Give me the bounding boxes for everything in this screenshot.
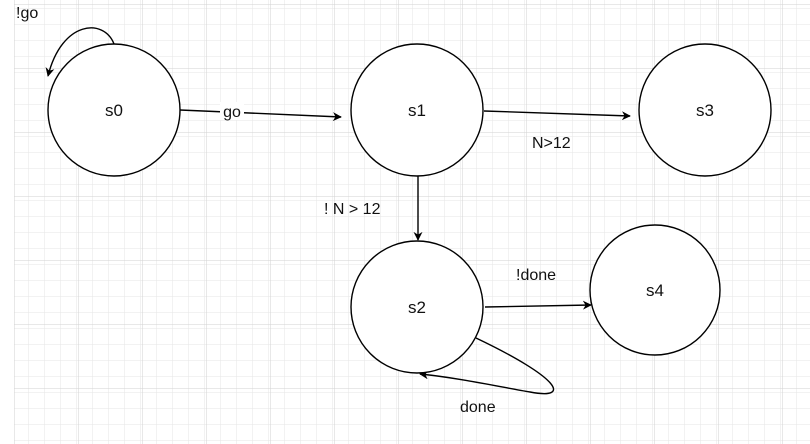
state-s4-label: s4: [646, 281, 664, 300]
edge-s0-s0[interactable]: [45, 27, 115, 77]
state-s1-label: s1: [408, 101, 426, 120]
edge-s2-s4[interactable]: [484, 300, 592, 310]
transition-labels: !go go N>12 ! N > 12 !done done: [16, 5, 571, 416]
state-s3-label: s3: [696, 101, 714, 120]
edge-label-s1-s3: N>12: [532, 135, 571, 152]
state-s1[interactable]: s1: [350, 43, 484, 177]
state-s4[interactable]: s4: [589, 224, 721, 356]
state-s3[interactable]: s3: [638, 43, 772, 177]
state-s2-label: s2: [408, 298, 426, 317]
edge-s1-s3[interactable]: [483, 110, 631, 121]
edge-s0-s1[interactable]: [179, 109, 342, 122]
transitions: [45, 27, 631, 395]
edge-label-s2-s2: done: [460, 399, 496, 416]
edge-label-s0-s1: go: [223, 104, 241, 121]
edge-label-s0-s0: !go: [16, 5, 38, 22]
state-s0[interactable]: s0: [47, 43, 181, 177]
edge-label-s1-s2: ! N > 12: [324, 201, 381, 218]
edge-s2-s2[interactable]: [419, 337, 555, 395]
states: s0 s1 s2 s3 s4: [47, 43, 772, 374]
state-s0-label: s0: [105, 101, 123, 120]
state-s2[interactable]: s2: [350, 240, 484, 374]
edge-label-s2-s4: !done: [516, 267, 556, 284]
